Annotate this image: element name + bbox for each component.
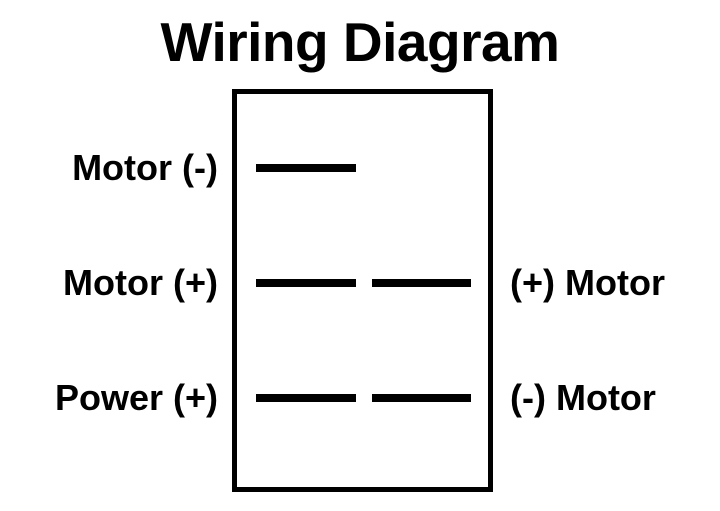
terminal-bar-right-2 — [372, 279, 471, 287]
switch-body-rectangle — [232, 89, 493, 492]
terminal-bar-left-2 — [256, 279, 356, 287]
terminal-bar-left-1 — [256, 164, 356, 172]
terminal-right-label-1 — [510, 140, 720, 196]
terminal-bar-right-3 — [372, 394, 471, 402]
terminal-left-label-1: Motor (-) — [72, 147, 218, 188]
terminal-row: Motor (-) — [0, 140, 720, 196]
terminal-right-label-2: (+) Motor — [510, 262, 665, 303]
terminal-row: Motor (+) (+) Motor — [0, 255, 720, 311]
terminal-bar-left-3 — [256, 394, 356, 402]
terminal-left-label-3: Power (+) — [54, 377, 218, 418]
terminal-row: Power (+) (-) Motor — [0, 370, 720, 426]
page-title: Wiring Diagram — [160, 11, 560, 73]
terminal-left-label-2: Motor (+) — [63, 262, 218, 303]
terminal-right-label-3: (-) Motor — [510, 377, 656, 418]
